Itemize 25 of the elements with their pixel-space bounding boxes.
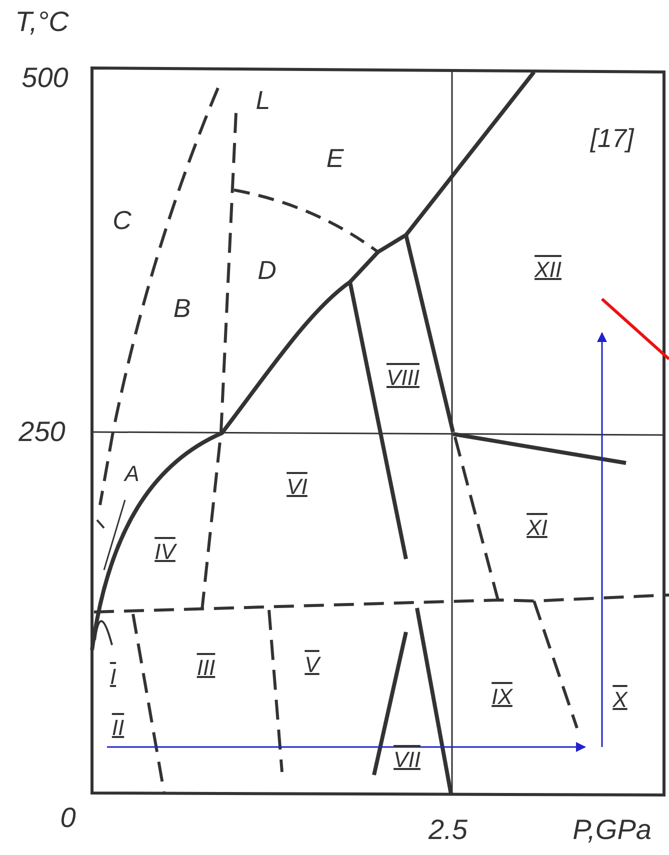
- axis-tick-label: 500: [22, 64, 68, 92]
- phase-region-label: IV: [154, 541, 176, 563]
- axis-title: T,°C: [15, 8, 69, 36]
- phase-region-label: X: [612, 689, 628, 711]
- phase-region-label: V: [304, 654, 320, 676]
- phase-region-label: XII: [534, 259, 562, 281]
- phase-region-label: A: [124, 463, 140, 485]
- phase-region-label: IX: [492, 686, 512, 708]
- reference-label: [17]: [590, 125, 634, 151]
- phase-region-label: VII: [394, 749, 420, 771]
- axis-tick-label: 250: [18, 418, 66, 446]
- phase-region-label: L: [256, 87, 270, 113]
- axis-title: P,GPa: [572, 816, 652, 844]
- phase-region-label: B: [173, 295, 191, 321]
- phase-region-label: C: [112, 207, 132, 233]
- phase-region-label: XI: [526, 517, 548, 539]
- phase-region-label: D: [258, 257, 276, 283]
- axis-tick-label: 2.5: [428, 816, 468, 844]
- phase-region-label: VIII: [386, 367, 420, 389]
- phase-region-label: I: [110, 666, 116, 688]
- phase-region-label: VI: [286, 476, 308, 498]
- axis-tick-label: 0: [60, 804, 76, 832]
- phase-region-label: III: [196, 657, 216, 679]
- phase-region-label: E: [326, 145, 344, 171]
- phase-region-label: II: [112, 717, 124, 739]
